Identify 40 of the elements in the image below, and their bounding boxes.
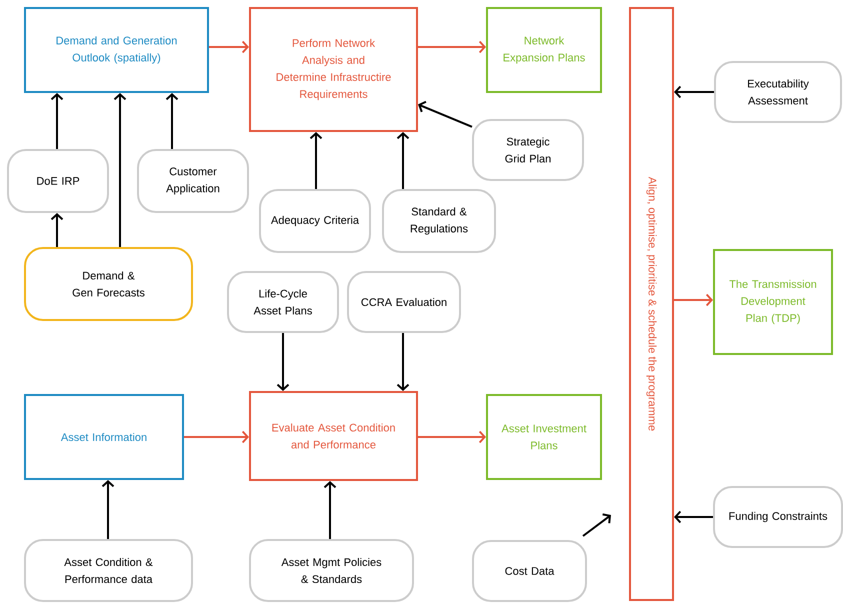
input-bubble: Asset Condition & Performance data	[24, 539, 193, 602]
arrow	[674, 86, 714, 98]
arrow	[166, 93, 178, 149]
input-bubble: Standard & Regulations	[382, 189, 496, 253]
arrow	[674, 510, 713, 524]
arrow	[674, 294, 714, 306]
input-bubble: Strategic Grid Plan	[472, 119, 584, 181]
arrow	[582, 513, 611, 537]
arrow	[396, 333, 410, 391]
output-box: Asset Investment Plans	[486, 394, 602, 480]
input-bubble: Executability Assessment	[714, 61, 842, 123]
input-bubble: Life-Cycle Asset Plans	[227, 271, 339, 333]
input-bubble: Adequacy Criteria	[259, 189, 371, 253]
input-bubble: Asset Mgmt Policies & Standards	[249, 539, 414, 602]
process-box: Evaluate Asset Condition and Performance	[249, 391, 418, 481]
arrow	[50, 213, 64, 247]
input-box: Demand and Generation Outlook (spatially)	[24, 7, 209, 93]
input-bubble: CCRA Evaluation	[347, 271, 461, 333]
arrow	[102, 480, 114, 539]
output-box: Network Expansion Plans	[486, 7, 602, 93]
arrow	[324, 481, 336, 539]
input-box: Asset Information	[24, 394, 184, 480]
output-box: The Transmission Development Plan (TDP)	[713, 249, 833, 355]
process-box: Perform Network Analysis and Determine Infrastructire Requirements	[249, 7, 418, 132]
arrow	[418, 430, 486, 444]
arrow	[396, 132, 410, 189]
arrow	[184, 430, 249, 444]
arrow	[114, 93, 126, 247]
arrow	[310, 132, 322, 189]
input-bubble: DoE IRP	[7, 149, 109, 213]
arrow	[418, 100, 472, 128]
programme-bar: Align, optimise, prioritise & schedule the programme	[629, 7, 674, 601]
arrow	[418, 40, 486, 54]
forecast-box: Demand & Gen Forecasts	[24, 247, 193, 321]
arrow	[50, 93, 64, 149]
input-bubble: Cost Data	[472, 540, 587, 602]
input-bubble: Funding Constraints	[713, 486, 843, 548]
arrow	[276, 333, 290, 391]
input-bubble: Customer Application	[137, 149, 249, 213]
arrow	[209, 40, 249, 54]
